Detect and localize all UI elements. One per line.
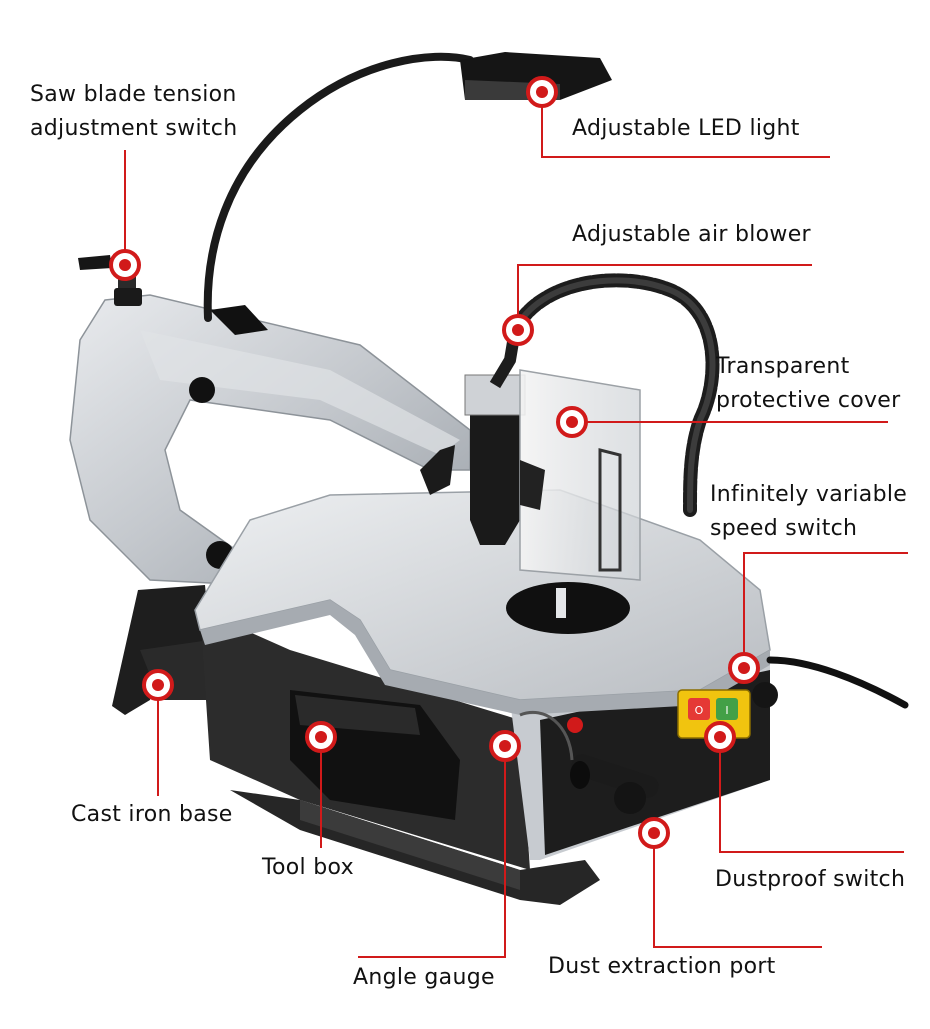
svg-text:I: I [725, 704, 728, 717]
marker-tension [109, 249, 141, 281]
label-tool-box: Tool box [262, 855, 354, 880]
marker-toolbox [305, 721, 337, 753]
leader-lines [124, 92, 908, 958]
switch-box: O I [677, 689, 751, 739]
label-angle-gauge: Angle gauge [353, 965, 495, 990]
label-protective-cover: Transparent protective cover [716, 350, 900, 418]
label-led-light: Adjustable LED light [572, 116, 800, 141]
marker-dustproof [704, 721, 736, 753]
marker-angle [489, 730, 521, 762]
label-air-blower: Adjustable air blower [572, 222, 811, 247]
leader-dustproof [719, 737, 904, 853]
label-cover-line2: protective cover [716, 388, 901, 413]
leader-blower [517, 264, 812, 330]
label-tension-switch: Saw blade tension adjustment switch [30, 78, 237, 146]
callout-markers [109, 76, 760, 849]
marker-cover [556, 406, 588, 438]
label-dust-extraction-port: Dust extraction port [548, 954, 776, 979]
leader-dustport [653, 833, 822, 948]
label-tension-line2: adjustment switch [30, 116, 238, 141]
power-off-icon [688, 698, 710, 720]
marker-blower [502, 314, 534, 346]
leader-led [541, 92, 830, 158]
marker-led [526, 76, 558, 108]
marker-base [142, 669, 174, 701]
dust-extraction-port [570, 754, 659, 814]
speed-knob [752, 656, 909, 709]
label-tension-line1: Saw blade tension [30, 82, 237, 107]
marker-speed [728, 652, 760, 684]
label-speed-switch: Infinitely variable speed switch [710, 478, 907, 546]
angle-gauge [519, 710, 583, 761]
label-speed-line1: Infinitely variable [710, 482, 908, 507]
marker-dustport [638, 817, 670, 849]
led-gooseneck [203, 52, 612, 322]
power-on-icon [716, 698, 738, 720]
label-speed-line2: speed switch [710, 516, 858, 541]
leader-angle [358, 746, 506, 958]
label-cast-iron-base: Cast iron base [71, 802, 233, 827]
label-cover-line1: Transparent [716, 354, 850, 379]
leader-speed [743, 552, 908, 668]
power-cord [766, 656, 909, 709]
label-dustproof-switch: Dustproof switch [715, 867, 906, 892]
svg-text:O: O [695, 704, 704, 717]
